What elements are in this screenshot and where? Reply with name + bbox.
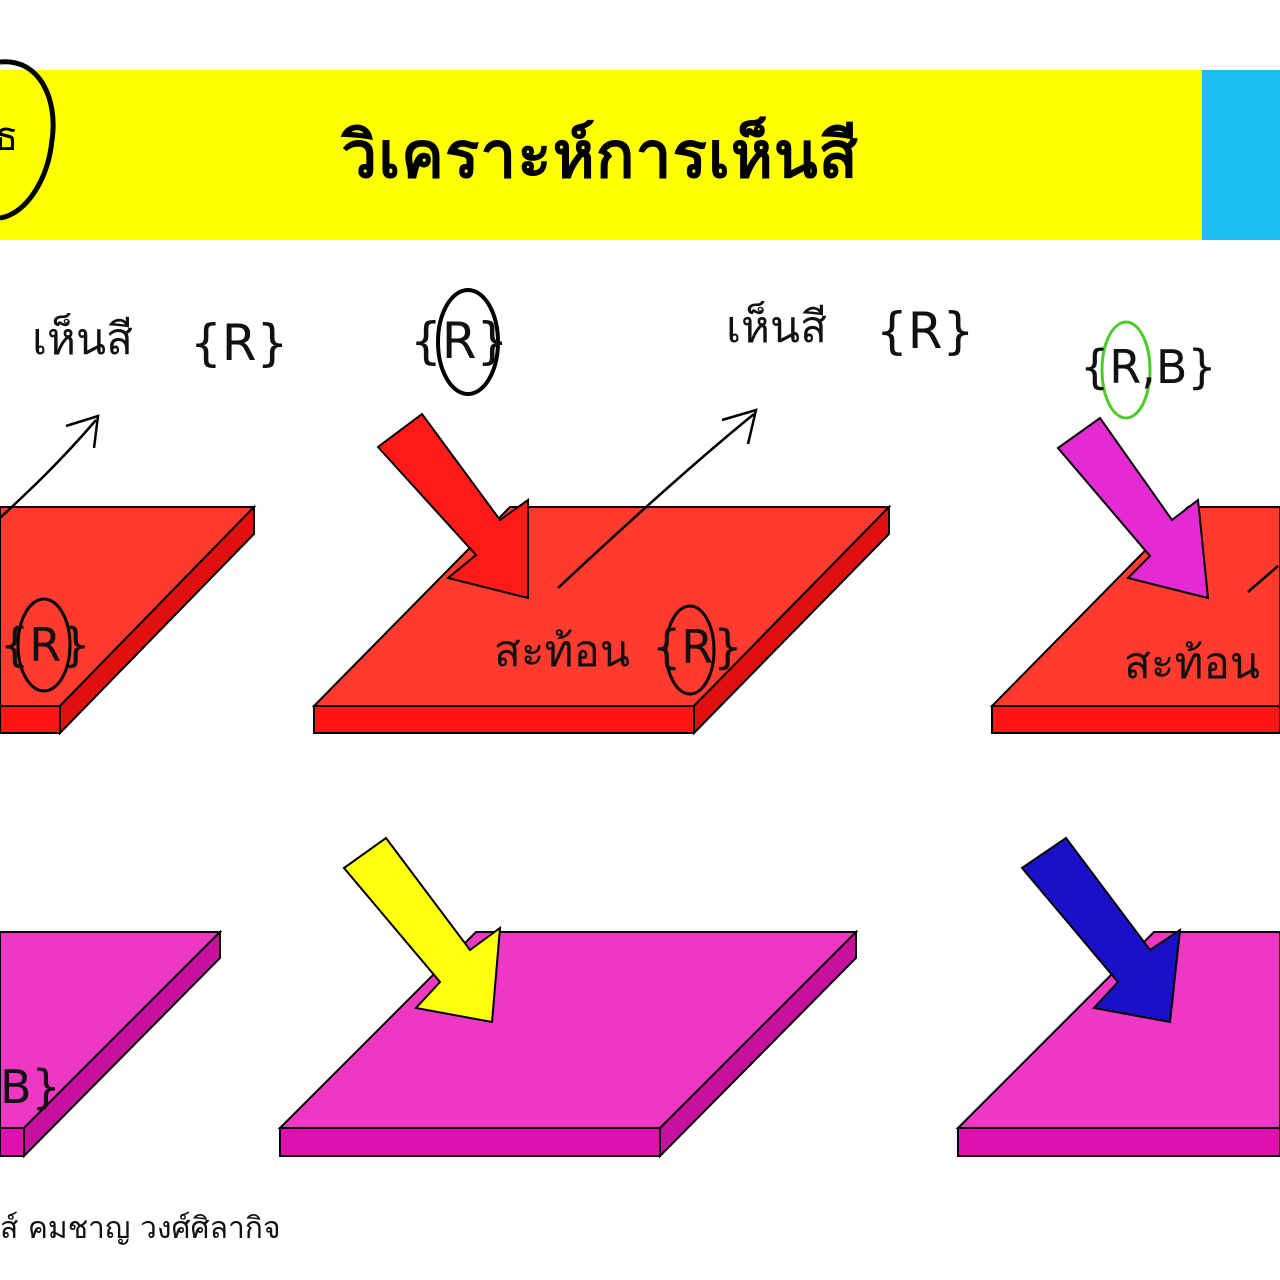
red-light-arrow xyxy=(376,412,529,600)
seen-label-2: เห็นสี xyxy=(726,302,827,353)
r-circle-3 xyxy=(16,597,72,693)
seen-label-1: เห็นสี xyxy=(32,314,133,365)
r-circle-2 xyxy=(1100,320,1152,420)
reflect-arrow-3 xyxy=(1247,565,1279,593)
yellow-light-arrow xyxy=(342,836,502,1024)
color-set-2: {R} xyxy=(410,312,509,370)
magenta-light-arrow xyxy=(1056,416,1210,600)
magenta-plate-1 xyxy=(0,929,223,1159)
reflect-label-2: สะท้อน xyxy=(1124,638,1260,689)
r-circle-1 xyxy=(436,288,500,396)
reflect-label-1: สะท้อน xyxy=(494,626,630,677)
color-set-4: {R,B} xyxy=(1080,340,1217,394)
badge-circle xyxy=(0,59,56,221)
r-circle-4 xyxy=(664,604,716,696)
color-set-6: {R} xyxy=(652,620,743,674)
badge-glyph: ธ xyxy=(0,114,18,160)
reflect-arrow-2 xyxy=(557,408,758,589)
red-plate-2 xyxy=(311,504,892,736)
color-set-3: {R} xyxy=(876,302,975,360)
color-set-7: B} xyxy=(0,1060,61,1114)
page-title: วิเคราะห์การเห็นสี xyxy=(341,119,859,193)
blue-light-arrow xyxy=(1020,836,1182,1024)
reflect-arrow-1 xyxy=(0,414,100,519)
red-plate-1 xyxy=(0,504,257,736)
magenta-plate-2 xyxy=(277,929,859,1159)
red-plate-3 xyxy=(989,506,1280,734)
author-credit: ส์ คมชาญ วงศ์ศิลากิจ xyxy=(0,1210,281,1246)
color-set-1: {R} xyxy=(190,314,289,372)
title-bar xyxy=(0,70,1202,240)
magenta-plate-3 xyxy=(955,931,1280,1157)
accent-block xyxy=(1202,70,1280,240)
color-set-5: {R} xyxy=(0,618,91,672)
